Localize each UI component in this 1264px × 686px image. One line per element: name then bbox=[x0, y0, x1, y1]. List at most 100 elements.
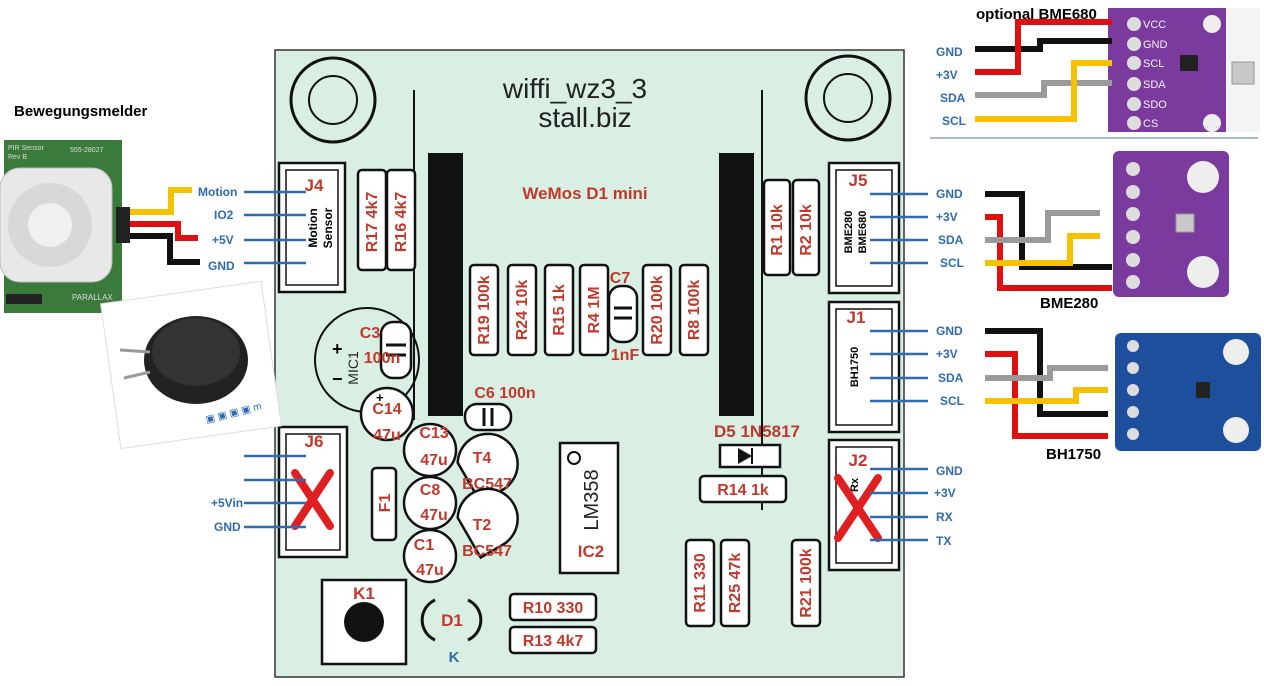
j5-pin-gnd: GND bbox=[936, 187, 963, 201]
c1-label: C1 bbox=[414, 537, 435, 554]
capacitor-c13: C13 47u bbox=[402, 422, 458, 478]
resistor-r2: R2 10k bbox=[791, 178, 821, 277]
j6-ref: J6 bbox=[305, 432, 324, 451]
j5-pin-scl: SCL bbox=[940, 256, 964, 270]
ic2-label: IC2 bbox=[578, 542, 604, 561]
j1-pin-lines bbox=[870, 329, 928, 403]
capacitor-c8: C8 47u bbox=[402, 475, 458, 531]
f1-label: F1 bbox=[377, 494, 394, 513]
j1-label1: BH1750 bbox=[849, 347, 861, 387]
led-d1: D1 K bbox=[420, 598, 483, 666]
j6-pin-5vin: +5Vin bbox=[211, 496, 243, 510]
j1-pin-3v: +3V bbox=[936, 347, 958, 361]
bme680-pin-scl: SCL bbox=[1143, 58, 1164, 70]
r11-label: R11 330 bbox=[692, 553, 709, 613]
resistor-r1: R1 10k bbox=[762, 178, 792, 277]
bme680-pin-sda: SDA bbox=[1143, 79, 1166, 91]
bme680-3v-label: +3V bbox=[936, 68, 958, 82]
r1-label: R1 10k bbox=[769, 204, 786, 256]
r25-label: R25 47k bbox=[727, 553, 744, 614]
bh1750-wires bbox=[985, 328, 1108, 439]
bme280-heading: BME280 bbox=[1040, 295, 1098, 312]
c13-value: 47u bbox=[420, 452, 448, 469]
j1-pin-sda: SDA bbox=[938, 371, 964, 385]
j4-ref: J4 bbox=[305, 176, 324, 195]
j2-pin-lines bbox=[870, 467, 928, 542]
mount-hole-right bbox=[804, 54, 892, 142]
j2-label1: Rx bbox=[849, 477, 861, 492]
pir-sensor-image: PIR Sensor Rev B 555-28027 PARALLAX bbox=[0, 140, 130, 313]
resistor-r17: R17 4k7 bbox=[356, 168, 388, 272]
j1-ref: J1 bbox=[847, 308, 866, 327]
fuse-f1: F1 bbox=[370, 466, 398, 542]
ic-lm358: LM358 IC2 bbox=[558, 441, 620, 575]
j2-pin-gnd: GND bbox=[936, 464, 963, 478]
resistor-r16: R16 4k7 bbox=[385, 168, 417, 272]
capacitor-c7: C7 1nF bbox=[607, 270, 640, 364]
r8-label: R8 100k bbox=[686, 280, 703, 341]
c14-value: 47u bbox=[373, 427, 401, 444]
j4-pin-io2: IO2 bbox=[214, 208, 234, 222]
parallax-logo: PARALLAX bbox=[72, 293, 113, 302]
r19-label: R19 100k bbox=[476, 275, 493, 344]
d5-label: D5 1N5817 bbox=[714, 422, 800, 441]
t2-label: T2 bbox=[473, 517, 492, 534]
c7-value: 1nF bbox=[611, 347, 640, 364]
bme680-pin-vcc: VCC bbox=[1143, 19, 1166, 31]
bme680-scl-label: SCL bbox=[942, 114, 966, 128]
pushbutton-k1: K1 bbox=[320, 578, 408, 666]
connector-j4: J4 Motion Sensor bbox=[277, 161, 347, 294]
resistor-r11: R11 330 bbox=[684, 538, 716, 628]
t4-label: T4 bbox=[473, 450, 492, 467]
c1-value: 47u bbox=[416, 562, 444, 579]
wemos-header-left bbox=[428, 153, 463, 416]
c14-label: C14 bbox=[372, 401, 401, 418]
diode-d5: D5 1N5817 bbox=[714, 422, 800, 469]
resistor-r13: R13 4k7 bbox=[508, 625, 598, 655]
t2-value: BC547 bbox=[462, 543, 512, 560]
r24-label: R24 10k bbox=[514, 280, 531, 341]
j5-pin-3v: +3V bbox=[936, 210, 958, 224]
wemos-header-right bbox=[719, 153, 754, 416]
connector-j1: J1 BH1750 bbox=[827, 300, 901, 434]
r2-label: R2 10k bbox=[798, 204, 815, 256]
j5-label2: BME680 bbox=[857, 211, 869, 254]
resistor-r24: R24 10k bbox=[506, 263, 538, 357]
transistor-t2: T2 BC547 bbox=[456, 487, 519, 560]
j5-pin-lines bbox=[870, 192, 928, 265]
j4-pin-motion: Motion bbox=[198, 185, 237, 199]
c13-label: C13 bbox=[419, 425, 448, 442]
bme680-heading: optional BME680 bbox=[976, 6, 1097, 23]
d1-label: D1 bbox=[441, 611, 463, 630]
j2-pin-3v: +3V bbox=[934, 486, 956, 500]
c8-value: 47u bbox=[420, 507, 448, 524]
t4-value: BC547 bbox=[462, 476, 512, 493]
resistor-r8: R8 100k bbox=[678, 263, 710, 357]
j4-pin-lines bbox=[244, 190, 306, 265]
svg-text:+: + bbox=[376, 390, 384, 405]
c8-label: C8 bbox=[420, 482, 441, 499]
k1-label: K1 bbox=[353, 584, 375, 603]
k-label: K bbox=[449, 649, 460, 666]
bme280-wires bbox=[985, 191, 1112, 291]
j4-pin-5v: +5V bbox=[212, 233, 234, 247]
r13-label: R13 4k7 bbox=[523, 633, 584, 650]
bh1750-heading: BH1750 bbox=[1046, 446, 1101, 463]
lm358-label: LM358 bbox=[581, 469, 603, 530]
connector-j6: J6 bbox=[277, 425, 349, 559]
j4-pin-gnd: GND bbox=[208, 259, 235, 273]
r20-label: R20 100k bbox=[649, 275, 666, 344]
resistor-r25: R25 47k bbox=[719, 538, 751, 628]
capacitor-c6: C6 100n bbox=[463, 385, 536, 432]
board-title: wiffi_wz3_3 bbox=[502, 73, 647, 104]
capacitor-c3: C3 100n bbox=[360, 320, 413, 380]
resistor-r21: R21 100k bbox=[790, 538, 822, 628]
microphone-mic1: + − MIC1 bbox=[314, 307, 420, 413]
r10-label: R10 330 bbox=[523, 600, 584, 617]
resistor-r15: R15 1k bbox=[543, 263, 575, 357]
not-used-cross-icon bbox=[834, 474, 882, 542]
wemos-label: WeMos D1 mini bbox=[522, 184, 647, 203]
c3-label: C3 bbox=[360, 325, 381, 342]
c7-label: C7 bbox=[610, 270, 631, 287]
